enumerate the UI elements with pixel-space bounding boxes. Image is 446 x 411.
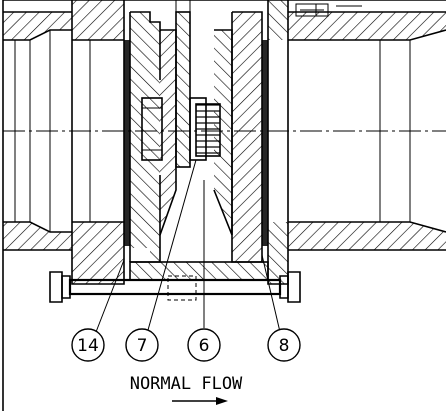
top-detail bbox=[295, 3, 362, 17]
flow-arrow-icon bbox=[172, 397, 228, 405]
left-flange bbox=[71, 0, 125, 285]
balloon-7: 7 bbox=[125, 328, 159, 362]
balloon-label: 8 bbox=[279, 336, 290, 356]
right-gasket bbox=[262, 40, 268, 246]
balloon-14: 14 bbox=[71, 328, 105, 362]
left-gasket bbox=[124, 40, 130, 246]
balloon-label: 6 bbox=[199, 336, 210, 356]
hinge-post bbox=[175, 0, 191, 168]
balloon-8: 8 bbox=[267, 328, 301, 362]
right-disc bbox=[213, 29, 233, 236]
flow-label: NORMAL FLOW bbox=[130, 374, 243, 394]
valve-body-right bbox=[231, 11, 263, 263]
through-bolt bbox=[49, 271, 301, 303]
right-flange bbox=[267, 0, 289, 285]
valve-body-left bbox=[129, 11, 161, 263]
balloon-label: 14 bbox=[77, 336, 99, 356]
balloon-6: 6 bbox=[187, 328, 221, 362]
right-pipe bbox=[288, 11, 446, 251]
leader-lines bbox=[95, 159, 281, 333]
balloon-label: 7 bbox=[137, 336, 148, 356]
